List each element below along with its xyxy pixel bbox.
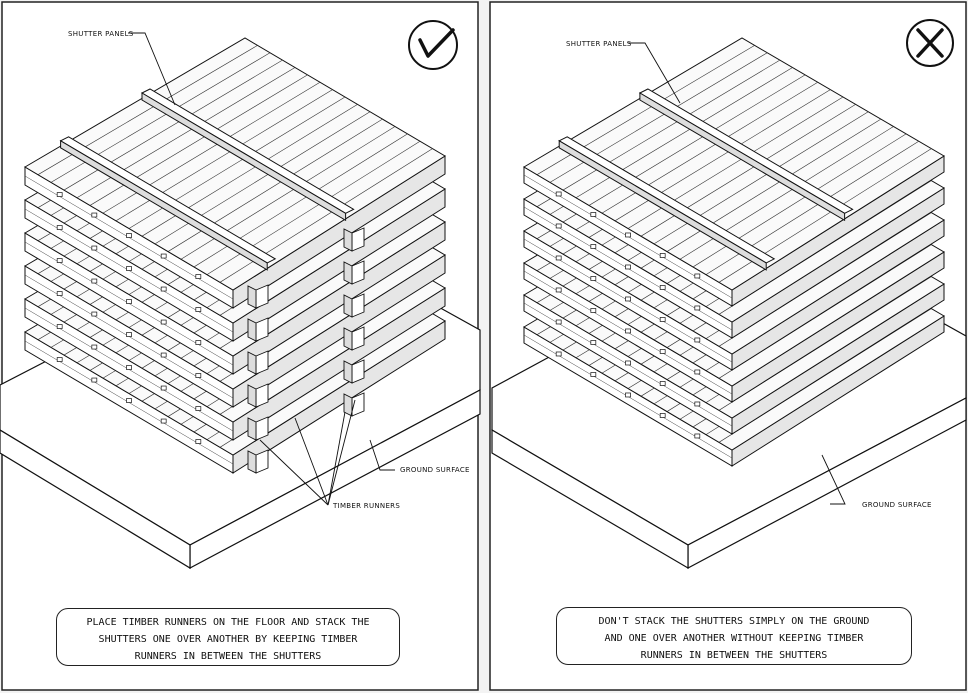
- left-caption-line-3: RUNNERS IN BETWEEN THE SHUTTERS: [134, 651, 322, 662]
- panel-hole: [126, 332, 132, 337]
- panel-hole: [694, 273, 701, 279]
- panel-hole: [590, 212, 597, 217]
- right-ground-surface-label: GROUND SURFACE: [862, 501, 932, 509]
- panel-hole: [56, 291, 63, 296]
- panel-hole: [590, 244, 597, 249]
- panel-hole: [56, 324, 63, 329]
- panel-hole: [590, 340, 597, 345]
- panel-hole: [160, 418, 167, 424]
- panel-hole: [694, 401, 701, 407]
- panel-hole: [126, 299, 132, 304]
- panel-hole: [694, 433, 701, 439]
- timber-runner-side: [343, 327, 353, 351]
- panel-hole: [160, 286, 167, 292]
- panel-hole: [160, 385, 167, 391]
- timber-runner-side: [343, 294, 353, 318]
- right-caption-box: DON'T STACK THE SHUTTERS SIMPLY ON THE G…: [556, 607, 912, 665]
- panel-hole: [91, 377, 98, 383]
- panel-hole: [659, 317, 666, 322]
- panel-hole: [91, 278, 98, 284]
- panel-hole: [590, 308, 597, 313]
- timber-runner-side: [247, 285, 257, 309]
- panel-hole: [195, 340, 202, 345]
- panel-rib-side: [141, 92, 347, 222]
- panel-hole: [625, 360, 631, 366]
- right-caption-line-2: AND ONE OVER ANOTHER WITHOUT KEEPING TIM…: [604, 633, 864, 644]
- panel-hole: [694, 369, 701, 375]
- timber-runner-side: [343, 360, 353, 384]
- panel-hole: [160, 352, 167, 358]
- timber-runner-side: [247, 351, 257, 375]
- panel-hole: [659, 413, 666, 418]
- panel-hole: [555, 223, 562, 229]
- timber-runner-side: [343, 228, 353, 252]
- left-ground-surface-label: GROUND SURFACE: [400, 466, 470, 474]
- panel-hole: [160, 253, 167, 259]
- panel-hole: [590, 276, 597, 281]
- panel-hole: [625, 264, 631, 270]
- panel-hole: [659, 253, 666, 258]
- panel-hole: [625, 232, 631, 238]
- panel-hole: [91, 245, 98, 251]
- panel-hole: [659, 285, 666, 290]
- timber-runner-side: [247, 417, 257, 441]
- panel-hole: [195, 439, 202, 444]
- timber-runner-side: [247, 384, 257, 408]
- panel-hole: [659, 381, 666, 386]
- panel-hole: [91, 311, 98, 317]
- shutter-panel: [523, 37, 945, 307]
- panel-rib-side: [639, 92, 846, 222]
- left-caption-line-2: SHUTTERS ONE OVER ANOTHER BY KEEPING TIM…: [98, 634, 358, 645]
- panel-rib-side: [60, 139, 268, 271]
- panel-hole: [195, 406, 202, 411]
- panel-hole: [625, 328, 631, 334]
- timber-runner-side: [247, 318, 257, 342]
- panel-hole: [126, 365, 132, 370]
- panel-hole: [694, 305, 701, 311]
- panel-hole: [195, 274, 202, 279]
- panel-hole: [555, 351, 562, 357]
- panel-hole: [91, 212, 98, 218]
- cross-mark-icon: [906, 19, 954, 67]
- panel-hole: [555, 319, 562, 325]
- timber-runner-side: [247, 450, 257, 474]
- panel-hole: [625, 392, 631, 398]
- panel-hole: [126, 398, 132, 403]
- left-shutter-panels-label: SHUTTER PANELS: [68, 30, 134, 38]
- leader-lines: [128, 32, 846, 506]
- panel-hole: [56, 258, 63, 263]
- panel-hole: [56, 357, 63, 362]
- panel-rib-side: [558, 139, 767, 271]
- panel-hole: [555, 287, 562, 293]
- panel-hole: [160, 319, 167, 325]
- panel-hole: [91, 344, 98, 350]
- panel-hole: [195, 373, 202, 378]
- right-caption-line-1: DON'T STACK THE SHUTTERS SIMPLY ON THE G…: [598, 616, 870, 627]
- panel-hole: [195, 307, 202, 312]
- left-caption-line-1: PLACE TIMBER RUNNERS ON THE FLOOR AND ST…: [86, 617, 370, 628]
- panel-hole: [625, 296, 631, 302]
- right-shutter-stack: [523, 37, 945, 467]
- left-caption-box: PLACE TIMBER RUNNERS ON THE FLOOR AND ST…: [56, 608, 400, 666]
- right-shutter-panels-label: SHUTTER PANELS: [566, 40, 632, 48]
- panel-hole: [126, 233, 132, 238]
- left-shutter-stack: [24, 37, 446, 474]
- panel-hole: [659, 349, 666, 354]
- left-timber-runners: [247, 227, 365, 474]
- timber-runners-label: TIMBER RUNNERS: [332, 502, 400, 510]
- panel-hole: [555, 191, 562, 197]
- timber-runner-side: [343, 261, 353, 285]
- panel-hole: [555, 255, 562, 261]
- panel-hole: [56, 192, 63, 197]
- panel-hole: [694, 337, 701, 343]
- right-caption-line-3: RUNNERS IN BETWEEN THE SHUTTERS: [640, 650, 828, 661]
- shutter-panel: [24, 37, 446, 309]
- check-mark-icon: [408, 20, 458, 70]
- panel-hole: [126, 266, 132, 271]
- panel-hole: [56, 225, 63, 230]
- panel-hole: [590, 372, 597, 377]
